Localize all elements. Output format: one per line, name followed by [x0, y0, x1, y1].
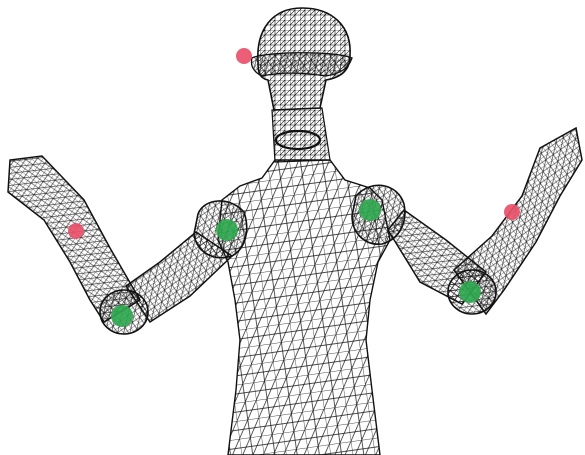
- left-forearm-mesh: [8, 156, 140, 322]
- left-elbow-marker: [111, 305, 133, 327]
- right-forearm-marker: [504, 204, 520, 220]
- left-forearm-marker: [68, 223, 84, 239]
- right-shoulder-marker: [359, 199, 381, 221]
- left-shoulder-marker: [216, 219, 238, 241]
- right-elbow-marker: [459, 281, 481, 303]
- head-left-marker: [236, 48, 252, 64]
- cap-brim: [251, 53, 352, 76]
